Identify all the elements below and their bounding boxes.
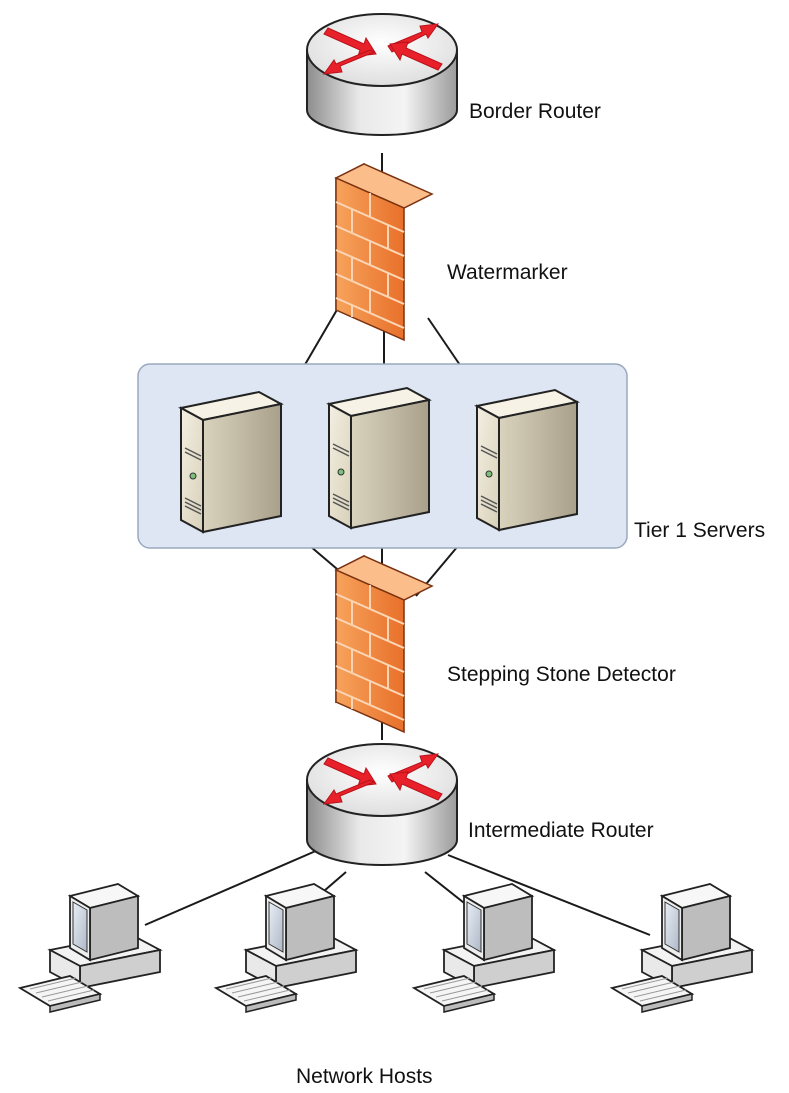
tier1-servers-label: Tier 1 Servers (634, 519, 766, 542)
intermediate-router-icon (306, 743, 458, 866)
border-router-label: Border Router (469, 100, 601, 123)
stepping-stone-detector-label: Stepping Stone Detector (447, 663, 676, 686)
workstation-icon (413, 883, 555, 1013)
workstation-icon (215, 883, 357, 1013)
workstation-icon (611, 883, 753, 1013)
network-hosts-label: Network Hosts (296, 1065, 433, 1088)
watermarker-firewall-icon (335, 163, 433, 341)
border-router-icon (306, 13, 458, 136)
stepping-stone-detector-firewall-icon (335, 555, 433, 733)
intermediate-router-label: Intermediate Router (468, 819, 654, 842)
workstation-icon (19, 883, 161, 1013)
server-icon (326, 386, 432, 530)
watermarker-label: Watermarker (447, 261, 568, 284)
server-icon (474, 388, 580, 532)
server-icon (178, 390, 284, 534)
